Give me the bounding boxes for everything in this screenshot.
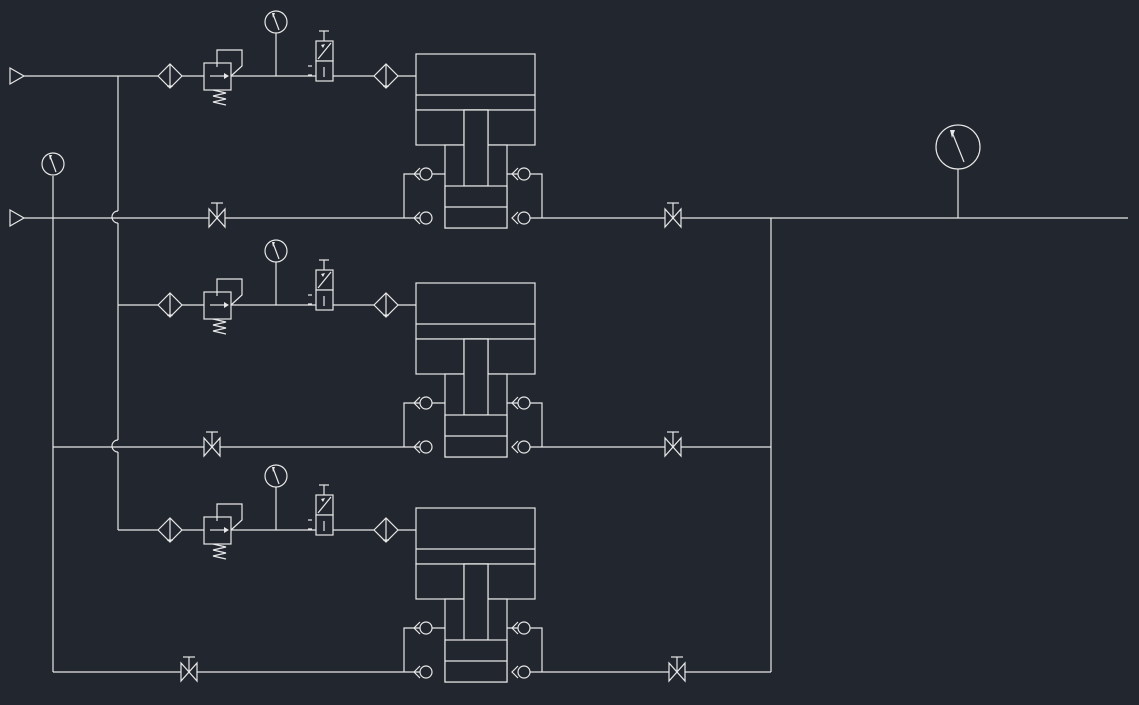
filter-icon <box>157 63 183 89</box>
shutoff-valve-icon <box>664 202 682 229</box>
shutoff-valve-icon <box>664 431 682 458</box>
check-valve-icon <box>413 167 433 181</box>
solenoid-valve-icon <box>308 259 334 311</box>
solenoid-valve-icon <box>308 484 334 536</box>
shutoff-valve-icon <box>180 656 198 683</box>
shutoff-valve-icon <box>668 656 686 683</box>
check-valve-icon <box>511 621 531 635</box>
pressure-gauge-icon <box>264 10 288 34</box>
filter-icon <box>373 517 399 543</box>
shutoff-valve-icon <box>203 431 221 458</box>
pressure-gauge-icon <box>264 239 288 263</box>
solenoid-valve-icon <box>308 30 334 82</box>
check-valve-icon <box>511 665 531 679</box>
input-arrow-process <box>9 208 26 228</box>
pressure-gauge-icon <box>41 152 65 176</box>
check-valve-icon <box>413 665 433 679</box>
input-arrow-drive <box>9 66 26 86</box>
filter-icon <box>157 292 183 318</box>
main-lines <box>24 32 1128 673</box>
check-valve-icon <box>413 440 433 454</box>
pressure-regulator-icon <box>203 278 243 335</box>
check-valve-icon <box>511 211 531 225</box>
check-valve-icon <box>413 211 433 225</box>
check-valve-icon <box>413 621 433 635</box>
shutoff-valve-icon <box>208 202 226 229</box>
filter-icon <box>373 63 399 89</box>
pressure-gauge-icon <box>264 464 288 488</box>
filter-icon <box>373 292 399 318</box>
booster-cylinder-icon <box>403 53 543 229</box>
filter-icon <box>157 517 183 543</box>
pressure-gauge-icon <box>935 124 981 170</box>
booster-cylinder-icon <box>403 507 543 683</box>
pressure-regulator-icon <box>203 503 243 560</box>
check-valve-icon <box>511 440 531 454</box>
pressure-regulator-icon <box>203 49 243 106</box>
check-valve-icon <box>511 167 531 181</box>
check-valve-icon <box>511 396 531 410</box>
booster-cylinder-icon <box>403 282 543 458</box>
check-valve-icon <box>413 396 433 410</box>
